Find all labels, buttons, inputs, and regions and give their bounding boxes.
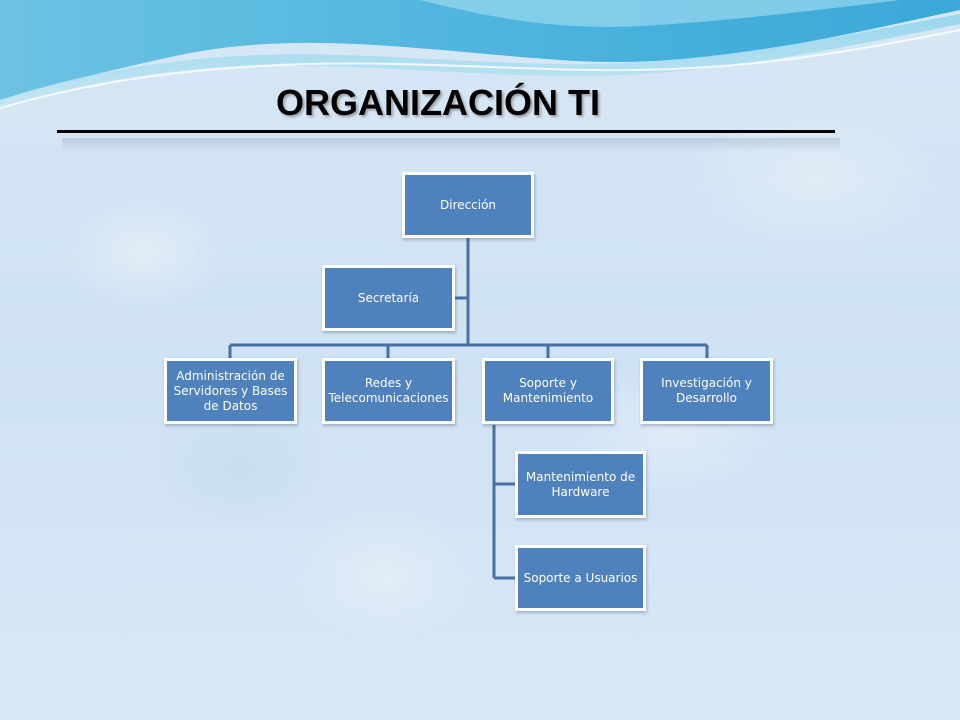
node-direccion: Dirección [402, 172, 534, 238]
node-investigacion-desarrollo: Investigación y Desarrollo [640, 358, 773, 424]
decorative-wave-header [0, 0, 960, 109]
node-administracion-servidores: Administración de Servidores y Bases de … [164, 358, 297, 424]
node-soporte-mantenimiento: Soporte y Mantenimiento [482, 358, 614, 424]
node-mantenimiento-hardware: Mantenimiento de Hardware [515, 451, 646, 518]
title-rule [57, 130, 835, 133]
node-redes-telecomunicaciones: Redes y Telecomunicaciones [322, 358, 455, 424]
node-soporte-usuarios: Soporte a Usuarios [515, 545, 646, 611]
node-secretaria: Secretaría [322, 265, 455, 331]
title-rule-shadow [62, 138, 840, 152]
page-title: ORGANIZACIÓN TI [276, 82, 600, 123]
